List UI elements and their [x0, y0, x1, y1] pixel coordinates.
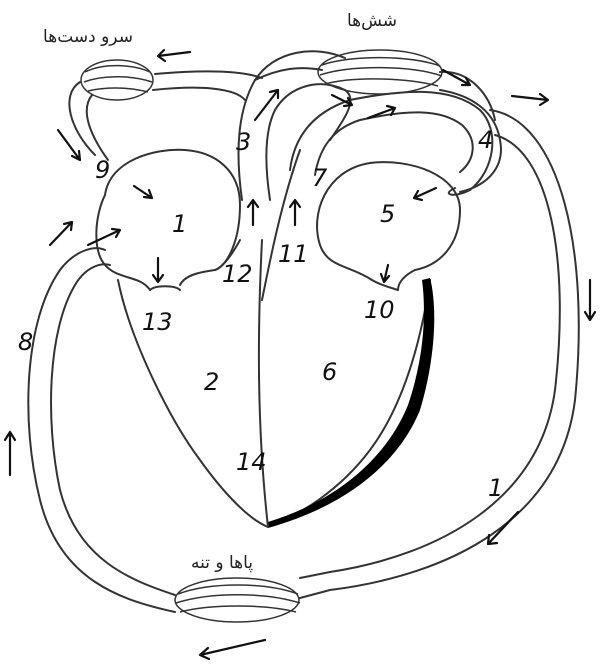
label-lower-body: پاها و تنه — [191, 553, 253, 573]
number-tricuspid-valve: 13 — [142, 308, 173, 336]
upper-body-vessels — [69, 71, 262, 160]
label-upper-body: سرو دست‌ها — [43, 27, 133, 47]
number-vena-cava-superior: 9 — [95, 156, 110, 184]
number-systemic-artery: 1 — [488, 474, 503, 502]
number-pulmonary-artery: 3 — [236, 128, 251, 156]
lung-capillaries — [318, 50, 442, 94]
flow-arrows — [5, 50, 595, 659]
left-ventricle-wall — [268, 278, 434, 528]
number-left-atrium: 5 — [380, 200, 395, 228]
systemic-artery-loop — [300, 110, 579, 598]
lower-body-capillaries — [175, 578, 300, 622]
septum — [259, 240, 268, 527]
number-right-ventricle: 2 — [204, 368, 219, 396]
number-left-ventricle: 6 — [322, 358, 337, 386]
upper-body-capillaries — [81, 60, 153, 100]
number-pulmonary-valve: 12 — [222, 260, 253, 288]
label-lungs: شش‌ها — [347, 11, 397, 31]
number-mitral-valve: 10 — [364, 296, 395, 324]
number-aortic-valve: 11 — [278, 240, 309, 268]
number-pulmonary-vein: 4 — [478, 126, 493, 154]
number-septum: 14 — [236, 448, 267, 476]
number-aorta: 7 — [312, 164, 328, 192]
number-vena-cava-inferior: 8 — [18, 328, 33, 356]
number-right-atrium: 1 — [172, 210, 187, 238]
